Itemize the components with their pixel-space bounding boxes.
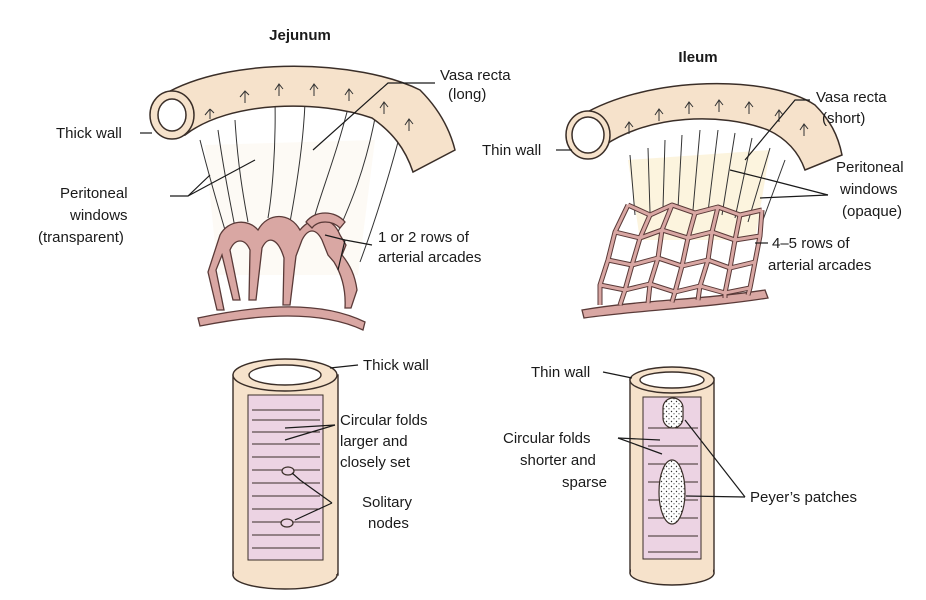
- ileum-windows-label-line3: (opaque): [842, 203, 902, 220]
- jejunum-vasa-recta-label: Vasa recta: [440, 67, 511, 84]
- peyers-patch: [663, 398, 683, 428]
- peyers-patch: [659, 460, 685, 524]
- jejunum-arterial-arcades: [197, 212, 366, 331]
- ileum-title: Ileum: [678, 49, 717, 66]
- ileum-intestine-segment: [565, 82, 843, 171]
- ileum-tube-folds-label-line1: Circular folds: [503, 430, 591, 447]
- jejunum-arcades-label-line2: arterial arcades: [378, 249, 481, 266]
- jejunum-mesentery-illustration: [149, 65, 456, 331]
- jejunum-title: Jejunum: [269, 27, 331, 44]
- ileum-tube-lumen: [639, 371, 705, 389]
- leader-lines: [140, 82, 829, 521]
- ileum-vasa-recta: [629, 129, 786, 229]
- jejunum-mucosa: [247, 394, 324, 561]
- jejunum-windows-label-line2: windows: [69, 207, 128, 224]
- jejunum-intestine-segment: [149, 65, 456, 174]
- ileum-arcades-label-line2: arterial arcades: [768, 257, 871, 274]
- jejunum-tube-nodes-label-line1: Solitary: [362, 494, 413, 511]
- ileum-windows-label-line2: windows: [839, 181, 898, 198]
- jejunum-tube-lumen: [248, 364, 322, 386]
- jejunum-tube-folds-label-line2: larger and: [340, 433, 408, 450]
- jejunum-tube-thick-wall-label: Thick wall: [363, 357, 429, 374]
- ileum-arcades-label-line1: 4–5 rows of: [772, 235, 850, 252]
- ileum-lumen: [571, 116, 605, 154]
- jejunum-tube-illustration: [232, 358, 339, 590]
- jejunum-tube-nodes-label-line2: nodes: [368, 515, 409, 532]
- ileum-windows-label-line1: Peritoneal: [836, 159, 904, 176]
- ileum-thin-wall-label: Thin wall: [482, 142, 541, 159]
- jejunum-vasa-recta-sub-label: (long): [448, 86, 486, 103]
- jejunum-lumen: [157, 98, 187, 132]
- ileum-vasa-recta-sub-label: (short): [822, 110, 865, 127]
- ileum-mesentery-illustration: [565, 82, 843, 319]
- jejunum-vasa-recta: [199, 99, 399, 263]
- ileum-tube-illustration: [629, 366, 715, 586]
- jejunum-windows-label-line3: (transparent): [38, 229, 124, 246]
- ileum-peritoneal-window-region: [628, 150, 770, 240]
- ileum-vasa-recta-label: Vasa recta: [816, 89, 887, 106]
- jejunum-arcades-label-line1: 1 or 2 rows of: [378, 229, 470, 246]
- peyers-patches-label: Peyer’s patches: [750, 489, 857, 506]
- jejunum-thick-wall-label: Thick wall: [56, 125, 122, 142]
- ileum-tube-folds-label-line3: sparse: [562, 474, 607, 491]
- jejunum-tube-folds-label-line1: Circular folds: [340, 412, 428, 429]
- ileum-tube-folds-label-line2: shorter and: [520, 452, 596, 469]
- solitary-node: [280, 518, 294, 528]
- ileum-tube-thin-wall-label: Thin wall: [531, 364, 590, 381]
- jejunum-tube-folds-label-line3: closely set: [340, 454, 411, 471]
- solitary-node: [281, 466, 295, 476]
- ileum-arterial-arcades: [581, 202, 769, 319]
- jejunum-windows-label-line1: Peritoneal: [60, 185, 128, 202]
